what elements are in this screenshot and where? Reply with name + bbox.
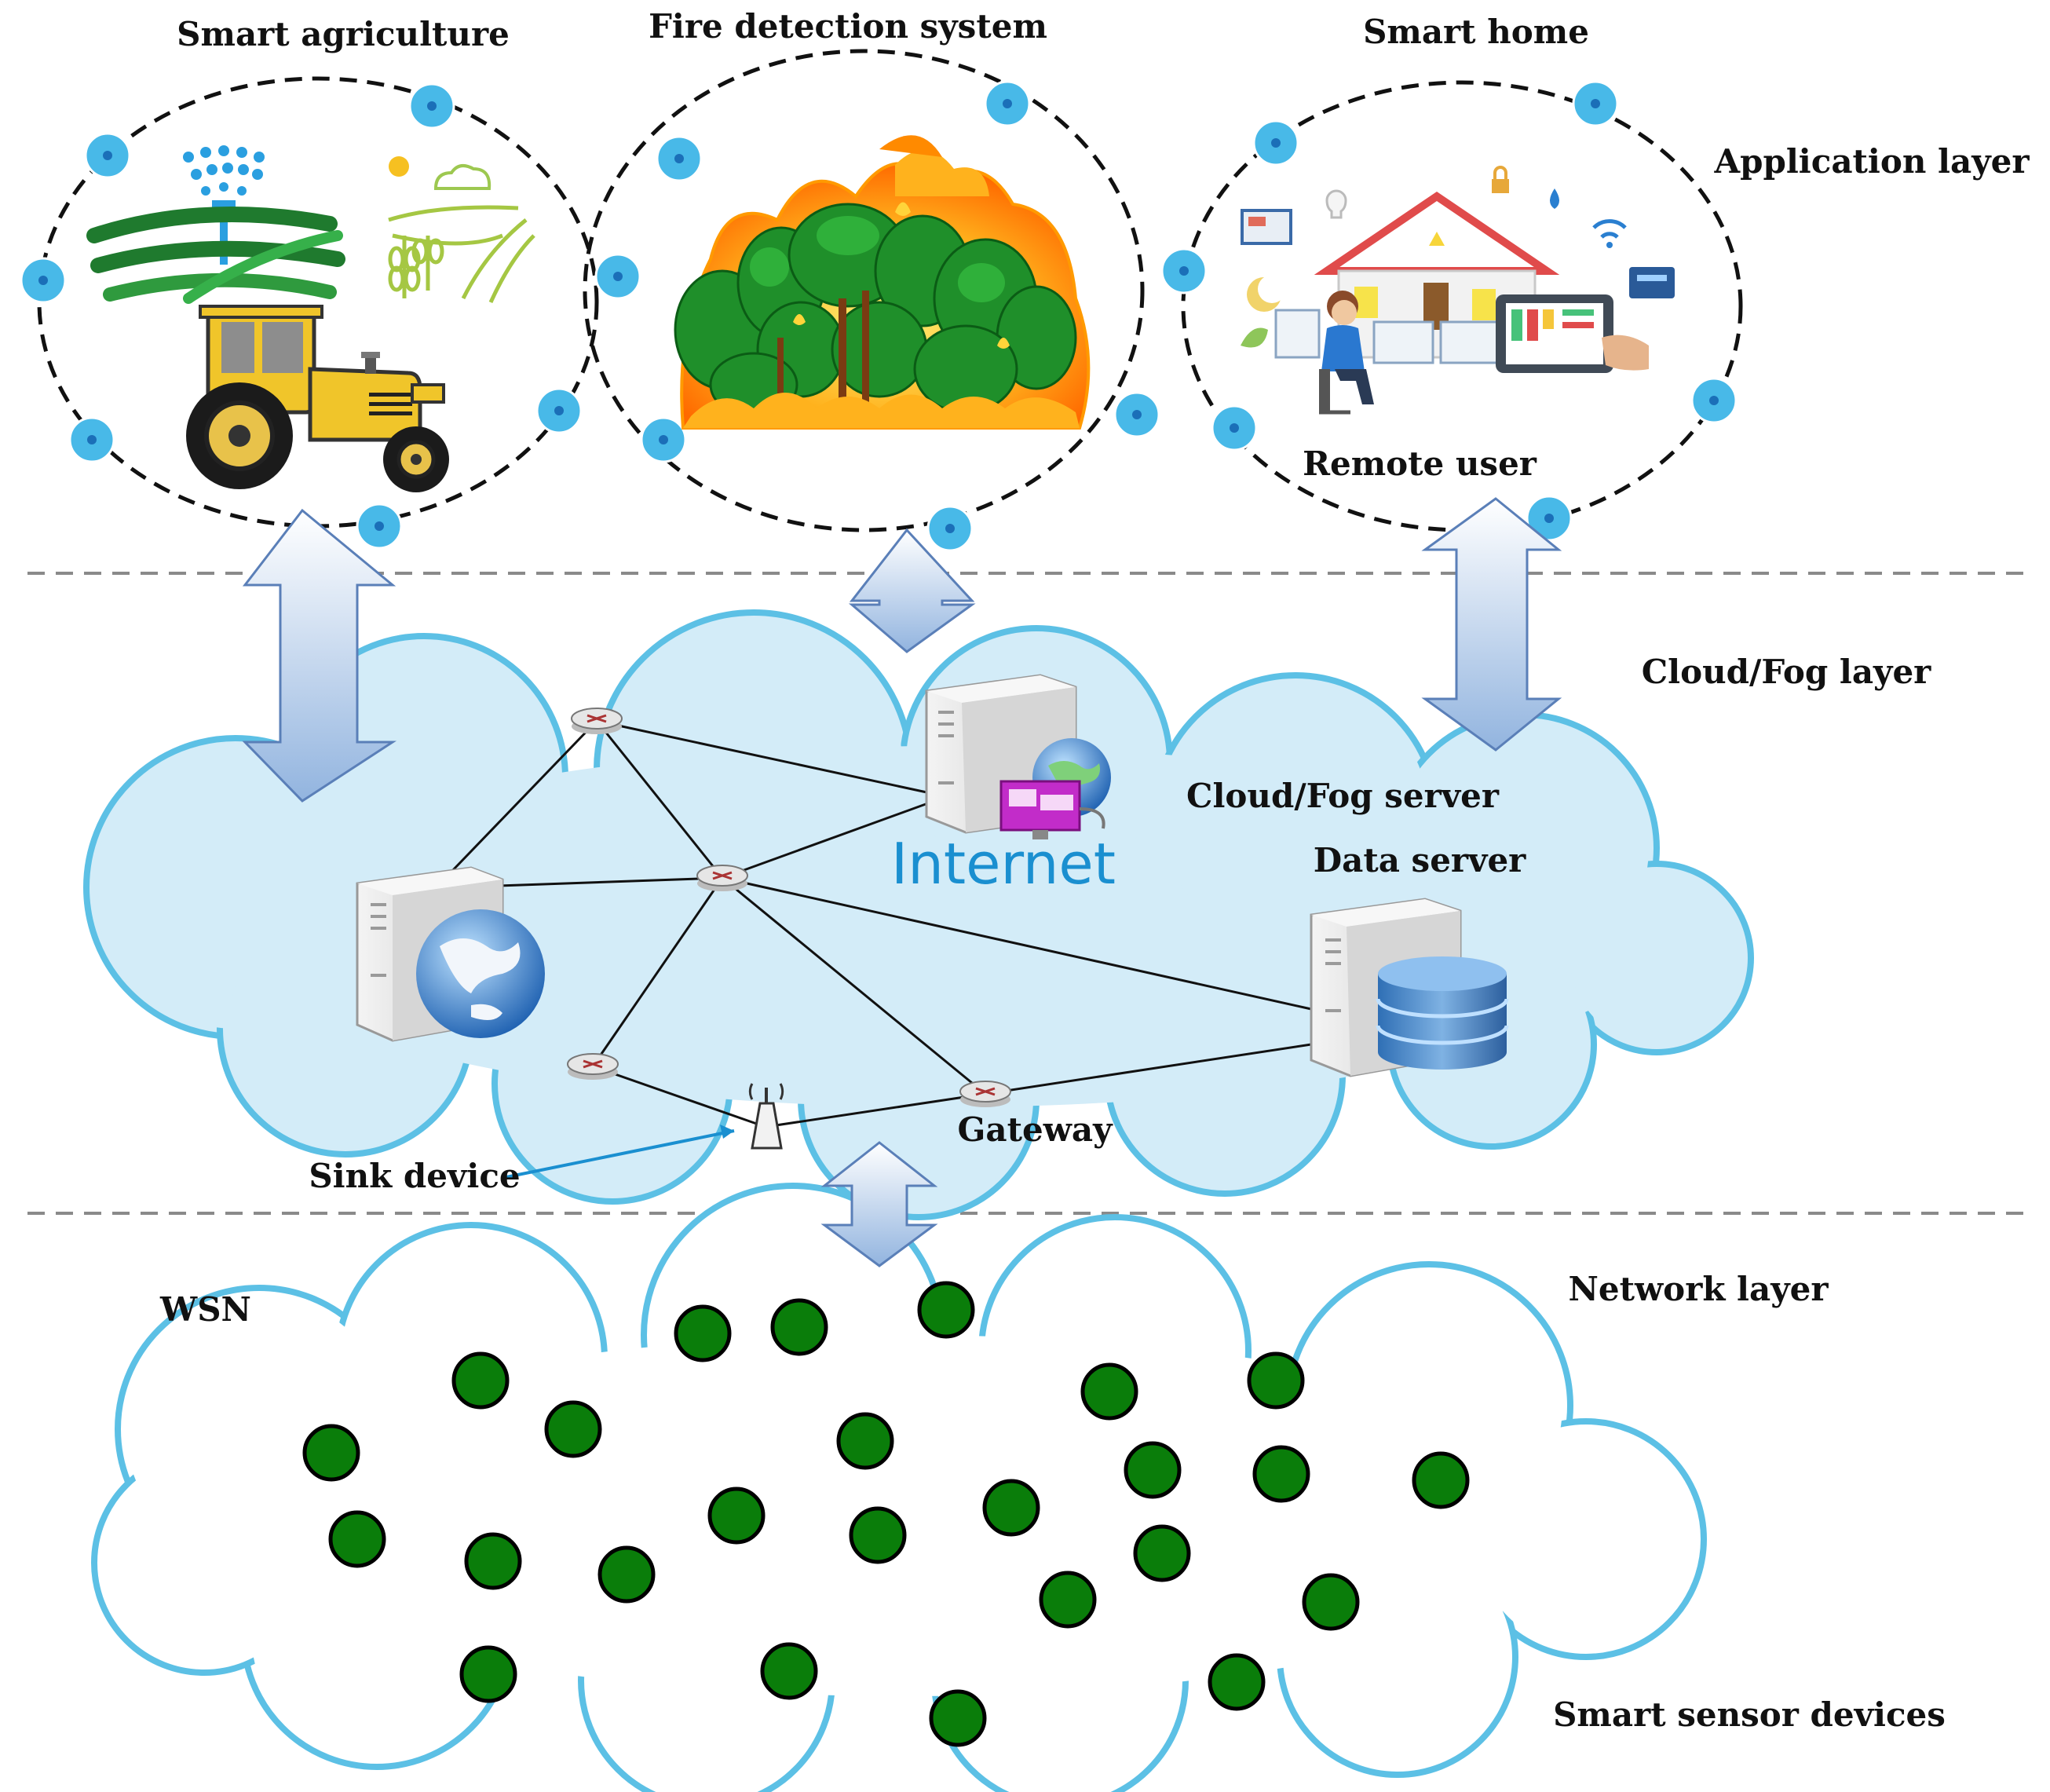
smart-sensor-devices-label: Smart sensor devices bbox=[1553, 1695, 1946, 1734]
sensor-node bbox=[1039, 1571, 1097, 1629]
water-drop-icon bbox=[1550, 188, 1559, 209]
sink-device-pointer bbox=[502, 1129, 735, 1179]
sun-icon bbox=[389, 156, 409, 177]
sensor-node bbox=[770, 1298, 828, 1356]
sensor-node bbox=[1208, 1653, 1266, 1711]
sink-device-label: Sink device bbox=[309, 1157, 520, 1195]
bulb-icon bbox=[1325, 189, 1347, 219]
sensor-nodes bbox=[302, 1281, 1470, 1747]
sensor-node bbox=[451, 1351, 510, 1410]
antenna-icon bbox=[748, 1083, 784, 1150]
database-icon bbox=[1376, 956, 1509, 1070]
sensor-node bbox=[464, 1532, 522, 1590]
smart-agriculture-illustration bbox=[86, 145, 535, 492]
routers bbox=[567, 708, 1011, 1107]
left-server-icon bbox=[356, 866, 545, 1042]
thermostat-icon bbox=[1629, 267, 1675, 298]
sensor-node bbox=[929, 1689, 987, 1747]
orbit-nodes bbox=[20, 80, 1738, 552]
data-server-label: Data server bbox=[1314, 841, 1526, 880]
forest-fire-icon bbox=[674, 135, 1091, 430]
network-links bbox=[450, 719, 1312, 1128]
sensor-node bbox=[982, 1479, 1040, 1537]
gateway-router-icon bbox=[959, 1081, 1011, 1107]
plants-icon bbox=[388, 205, 535, 304]
application-layer-label: Application layer bbox=[1714, 142, 2030, 181]
sensor-node bbox=[544, 1400, 602, 1458]
sensor-node bbox=[1412, 1451, 1470, 1509]
sensor-node bbox=[674, 1304, 732, 1362]
internet-label: Internet bbox=[891, 831, 1116, 897]
cloud-fog-layer-label: Cloud/Fog layer bbox=[1642, 653, 1931, 691]
sensor-node bbox=[917, 1281, 975, 1339]
laptop-icon bbox=[1241, 209, 1292, 245]
sensor-node bbox=[1133, 1524, 1191, 1582]
sensor-node bbox=[597, 1545, 656, 1604]
fire-detection-label: Fire detection system bbox=[649, 7, 1047, 46]
lock-icon bbox=[1492, 179, 1509, 193]
cloud-icon bbox=[433, 164, 491, 190]
sensor-node bbox=[1124, 1441, 1182, 1499]
globe-icon bbox=[416, 909, 545, 1038]
sensor-node bbox=[1247, 1351, 1305, 1410]
fire-detection-circle bbox=[583, 49, 1145, 532]
wifi-icon bbox=[1592, 219, 1627, 239]
cloud-fog-server-icon bbox=[925, 674, 1111, 839]
sensor-node bbox=[1252, 1445, 1310, 1503]
arrows bbox=[242, 497, 1562, 1267]
sensor-node bbox=[328, 1510, 386, 1568]
sensor-node bbox=[1080, 1362, 1138, 1421]
double-arrow-wsn bbox=[820, 1141, 938, 1267]
smart-home-label: Smart home bbox=[1363, 13, 1589, 51]
remote-user-icon bbox=[1319, 291, 1374, 415]
cloud-fog-server-label: Cloud/Fog server bbox=[1186, 777, 1500, 815]
double-arrow-agriculture bbox=[242, 508, 397, 803]
data-server-icon bbox=[1310, 898, 1509, 1077]
sensor-node bbox=[1302, 1573, 1360, 1631]
sensor-node bbox=[836, 1412, 894, 1470]
router-icon bbox=[567, 1053, 619, 1080]
gateway-label: Gateway bbox=[958, 1110, 1114, 1149]
tractor-icon bbox=[186, 305, 449, 492]
sensor-node bbox=[302, 1424, 360, 1482]
sensor-node bbox=[707, 1487, 766, 1545]
field-icon bbox=[86, 207, 345, 304]
sensor-node bbox=[459, 1645, 517, 1703]
wsn-label: WSN bbox=[159, 1290, 251, 1329]
sensor-node bbox=[760, 1642, 818, 1700]
remote-user-label: Remote user bbox=[1303, 444, 1537, 483]
leaf-icon bbox=[1241, 327, 1268, 348]
smart-home-icon bbox=[1241, 166, 1675, 415]
double-arrow-home bbox=[1421, 497, 1562, 752]
network-layer-label: Network layer bbox=[1569, 1270, 1829, 1308]
router-icon bbox=[571, 708, 623, 734]
sensor-node bbox=[849, 1506, 907, 1564]
router-icon bbox=[696, 865, 748, 891]
smart-agriculture-label: Smart agriculture bbox=[177, 15, 510, 53]
double-arrow-fire bbox=[848, 528, 976, 653]
